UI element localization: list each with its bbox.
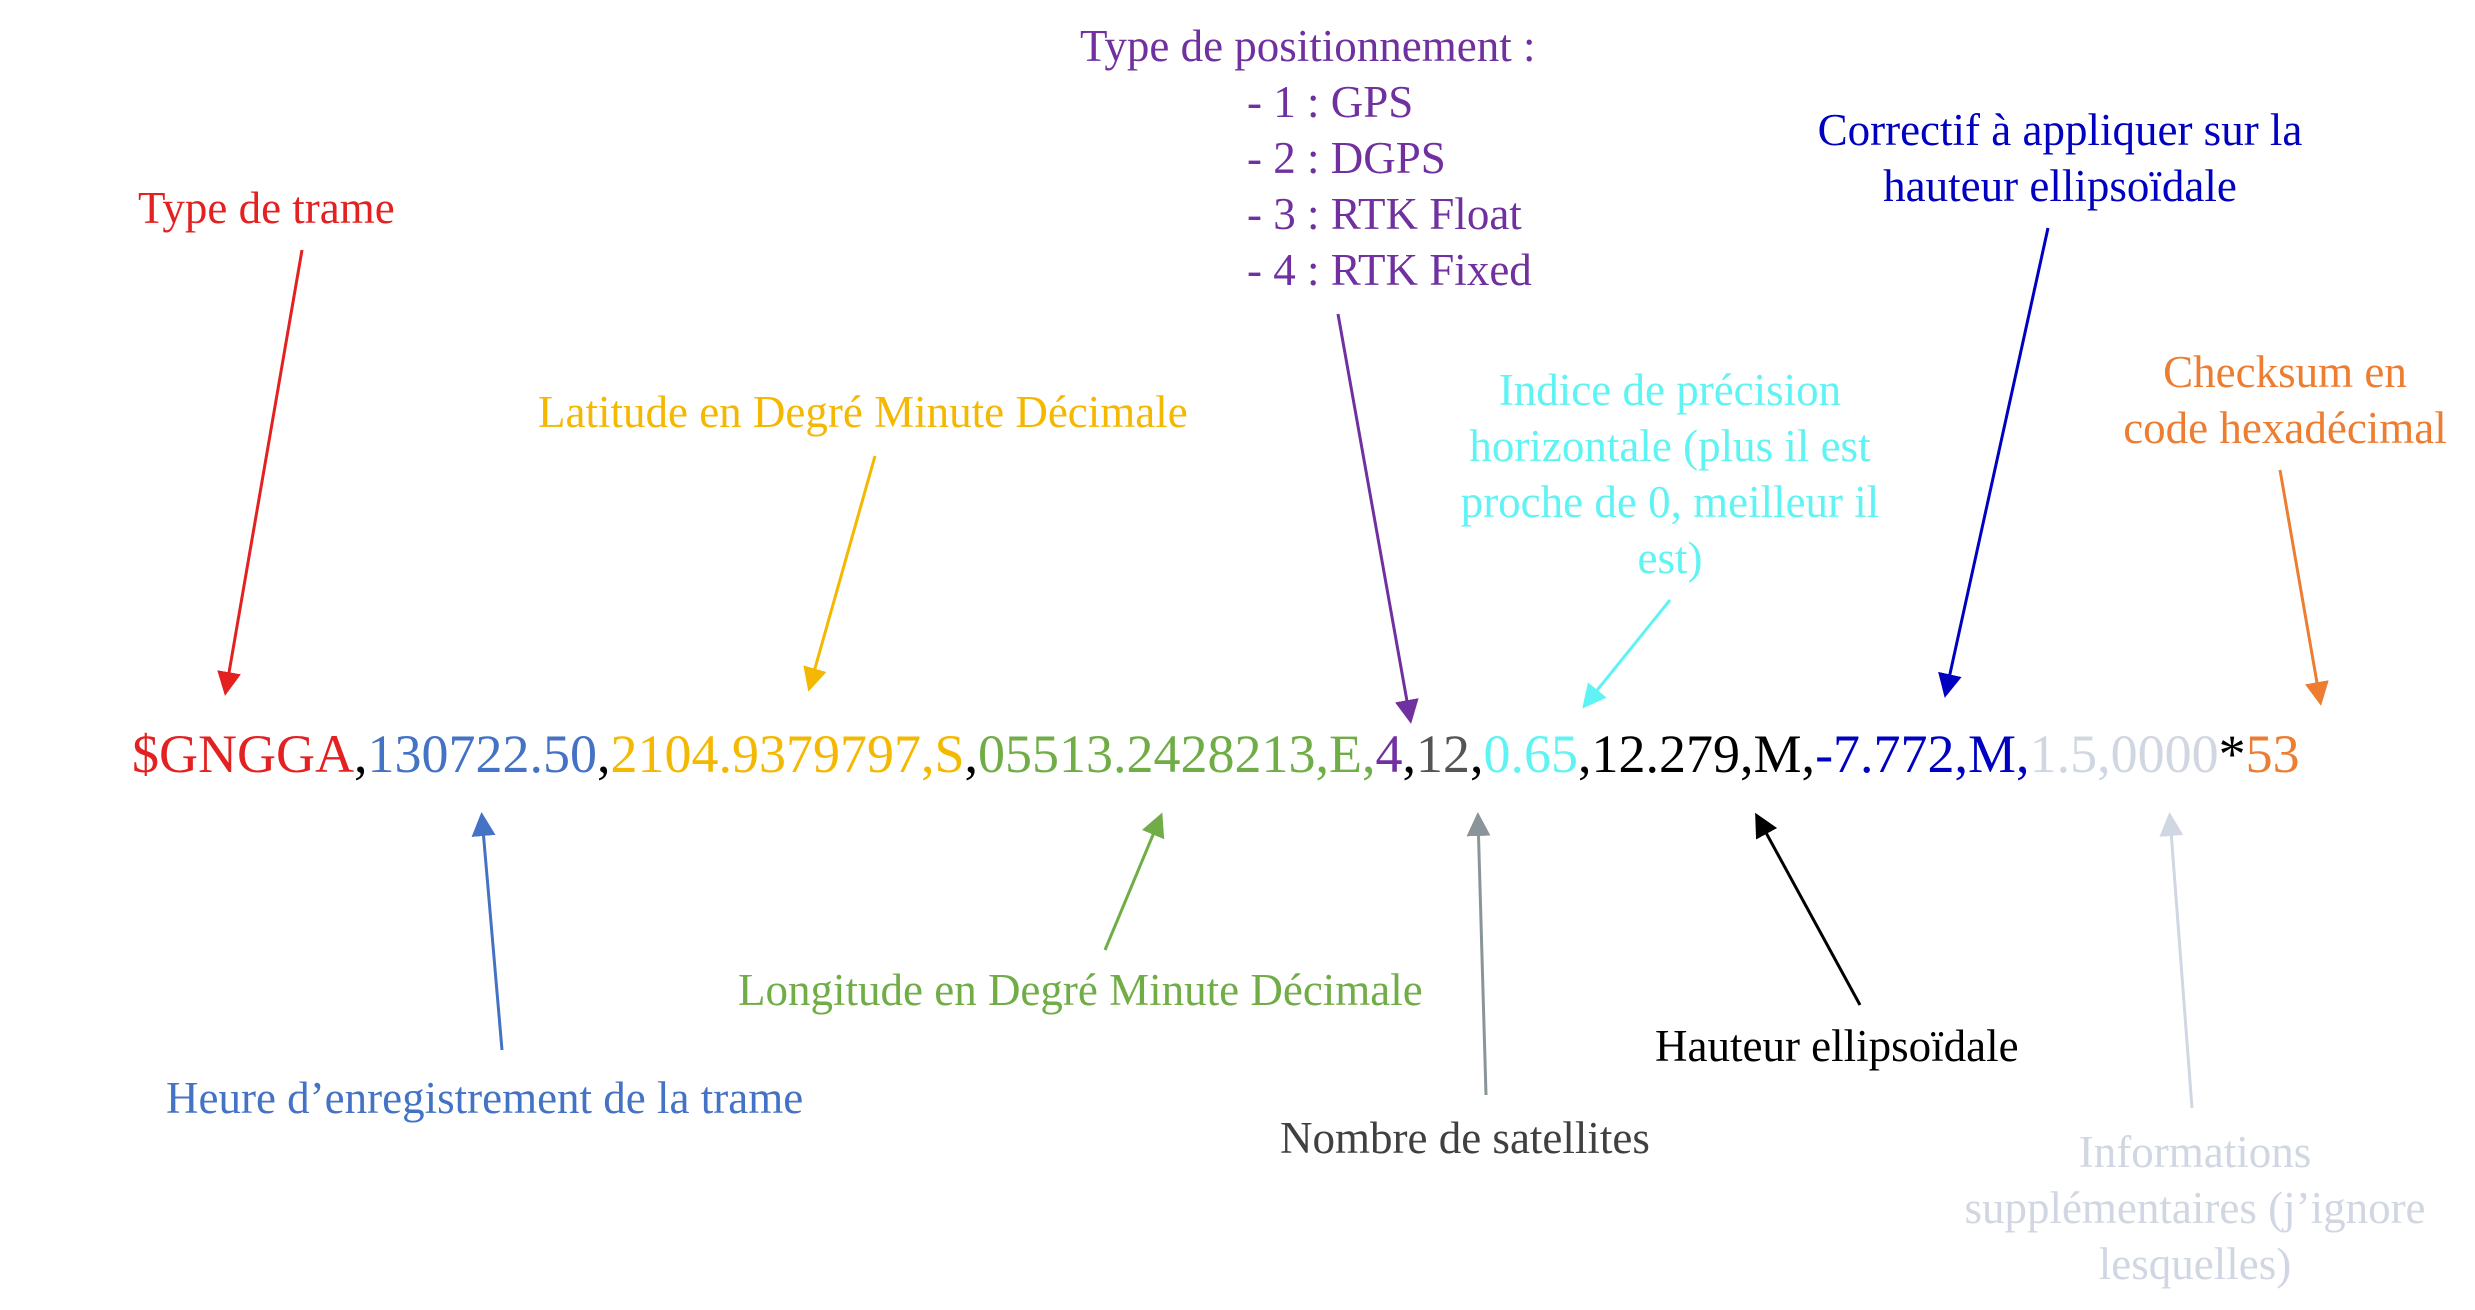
arrow-informations bbox=[2159, 812, 2194, 1109]
label-positionnement-item: - 4 : RTK Fixed bbox=[1247, 245, 1532, 295]
label-satellites: Nombre de satellites bbox=[1280, 1113, 1650, 1163]
field-hdop: 0.65 bbox=[1483, 724, 1579, 784]
comma: , bbox=[354, 724, 368, 784]
field-time: 130722.50 bbox=[367, 724, 598, 784]
label-checksum-line: code hexadécimal bbox=[2123, 403, 2447, 453]
arrow-checksum bbox=[2278, 469, 2329, 706]
label-latitude: Latitude en Degré Minute Décimale bbox=[538, 387, 1188, 437]
arrow-hdop bbox=[1582, 599, 1672, 709]
field-latitude: 2104.9379797,S bbox=[610, 724, 965, 784]
asterisk: * bbox=[2218, 724, 2246, 784]
label-informations-line: supplémentaires (j’ignore bbox=[1964, 1183, 2426, 1233]
comma: , bbox=[1402, 724, 1417, 784]
label-hdop-line: horizontale (plus il est bbox=[1469, 421, 1871, 471]
label-correctif: Correctif à appliquer sur la hauteur ell… bbox=[1790, 102, 2330, 214]
label-positionnement-item: - 3 : RTK Float bbox=[1247, 189, 1522, 239]
comma: , bbox=[597, 724, 611, 784]
field-extra: 1.5,0000 bbox=[2029, 724, 2219, 784]
label-positionnement: Type de positionnement : - 1 : GPS - 2 :… bbox=[1080, 18, 1536, 298]
label-heure: Heure d’enregistrement de la trame bbox=[166, 1073, 804, 1123]
label-hdop-line: est) bbox=[1637, 533, 1703, 583]
label-checksum: Checksum en code hexadécimal bbox=[2100, 344, 2470, 456]
field-fix-type: 4 bbox=[1375, 724, 1403, 784]
field-checksum: 53 bbox=[2245, 724, 2300, 784]
arrow-latitude bbox=[803, 455, 877, 692]
label-informations: Informations supplémentaires (j’ignore l… bbox=[1920, 1124, 2470, 1292]
label-positionnement-item: - 2 : DGPS bbox=[1247, 133, 1446, 183]
label-hauteur: Hauteur ellipsoïdale bbox=[1655, 1021, 2019, 1071]
field-geoid: -7.772,M, bbox=[1815, 724, 2030, 784]
label-positionnement-item: - 1 : GPS bbox=[1247, 77, 1414, 127]
label-type-trame: Type de trame bbox=[138, 183, 395, 233]
label-positionnement-title: Type de positionnement : bbox=[1080, 21, 1536, 71]
label-correctif-line: Correctif à appliquer sur la bbox=[1817, 105, 2303, 155]
field-type: $GNGGA bbox=[132, 724, 354, 784]
field-altitude: 12.279,M, bbox=[1591, 724, 1816, 784]
label-informations-line: Informations bbox=[2078, 1127, 2312, 1177]
comma: , bbox=[1578, 724, 1592, 784]
label-checksum-line: Checksum en bbox=[2163, 347, 2407, 397]
label-hdop-line: proche de 0, meilleur il bbox=[1460, 477, 1880, 527]
label-longitude: Longitude en Degré Minute Décimale bbox=[738, 965, 1423, 1015]
field-longitude: 05513.2428213,E, bbox=[978, 724, 1376, 784]
comma: , bbox=[964, 724, 979, 784]
label-correctif-line: hauteur ellipsoïdale bbox=[1883, 161, 2237, 211]
arrow-satellites bbox=[1466, 812, 1491, 1096]
arrow-type-trame bbox=[217, 249, 304, 696]
arrow-correctif bbox=[1938, 227, 2050, 698]
arrow-longitude bbox=[1103, 812, 1165, 951]
label-hdop-line: Indice de précision bbox=[1498, 365, 1842, 415]
label-informations-line: lesquelles) bbox=[2098, 1239, 2292, 1289]
arrow-hauteur bbox=[1755, 812, 1862, 1006]
nmea-sentence: $GNGGA,130722.50,2104.9379797,S,05513.24… bbox=[132, 722, 2300, 786]
arrow-positionnement bbox=[1336, 313, 1419, 724]
comma: , bbox=[1470, 724, 1484, 784]
label-hdop: Indice de précision horizontale (plus il… bbox=[1440, 362, 1900, 586]
arrow-heure bbox=[471, 812, 504, 1051]
field-satellites: 12 bbox=[1416, 724, 1471, 784]
